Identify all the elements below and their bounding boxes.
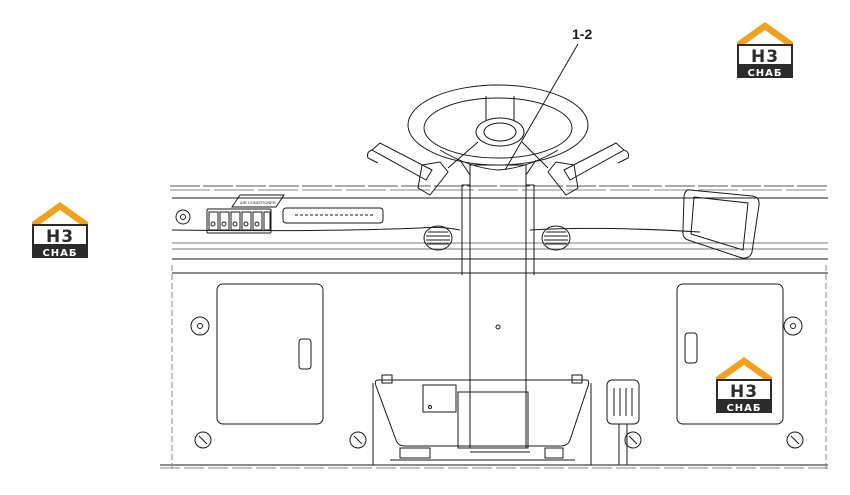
svg-text:СНАБ: СНАБ — [747, 68, 782, 79]
lower-panel-right — [676, 265, 827, 470]
air-vent-right — [541, 225, 571, 251]
dash-screw-left — [175, 209, 191, 225]
accelerator-pedal — [606, 379, 640, 465]
center-console — [372, 374, 592, 465]
callout-label: 1-2 — [572, 26, 592, 42]
dashboard-top-edge — [160, 185, 828, 469]
monitor-display — [682, 189, 760, 259]
svg-text:H3: H3 — [730, 382, 758, 402]
svg-text:СНАБ: СНАБ — [42, 248, 77, 259]
brand-logo-top-right: H3 СНАБ — [737, 22, 793, 79]
steering-wheel — [407, 84, 589, 176]
air-conditioner-panel — [206, 194, 285, 234]
floor-bolts — [194, 431, 804, 449]
control-lever-right — [547, 142, 629, 196]
lower-panel-left — [171, 265, 324, 470]
dash-slot-display — [282, 207, 384, 224]
brand-logo-bottom-right: H3 СНАБ — [716, 357, 772, 414]
callout-leader — [504, 43, 579, 171]
air-conditioner-label: AIR CONDITIONER — [240, 200, 276, 205]
svg-text:H3: H3 — [46, 227, 74, 247]
steering-column — [461, 164, 535, 449]
svg-text:СНАБ: СНАБ — [726, 403, 761, 414]
control-lever-left — [367, 142, 449, 196]
air-vent-left — [423, 225, 453, 251]
brand-logo-left: H3 СНАБ — [32, 202, 88, 259]
svg-text:H3: H3 — [751, 47, 779, 67]
